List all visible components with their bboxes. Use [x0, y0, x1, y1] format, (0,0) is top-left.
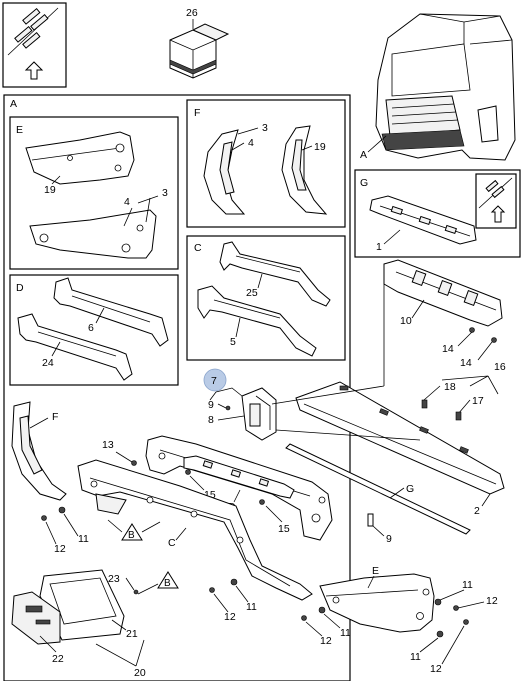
- callout-A-cab: A: [360, 149, 367, 161]
- callout-11-mid: 11: [246, 601, 257, 613]
- callout-E-corner: E: [372, 565, 379, 577]
- callout-23: 23: [108, 573, 120, 585]
- callout-15-left: 15: [204, 489, 216, 501]
- callout-12-left: 12: [54, 543, 66, 555]
- callout-4-E: 4: [124, 196, 130, 208]
- bumper-lower-C: [77, 459, 313, 601]
- grille-mount: [369, 195, 477, 245]
- callout-11-left: 11: [78, 533, 89, 545]
- marker-B-triangle: [121, 523, 143, 541]
- callout-9-right: 9: [386, 533, 392, 545]
- callout-16: 16: [494, 361, 506, 373]
- bracket-strip-lower: [17, 313, 133, 381]
- inset-G-label: G: [360, 177, 368, 189]
- callout-26: 26: [186, 7, 198, 19]
- callout-F-corner: F: [52, 411, 58, 423]
- callout-17: 17: [472, 395, 484, 407]
- bumper-bracket-lower: [197, 285, 317, 357]
- frame-A-label: A: [10, 98, 17, 110]
- marker-B-label: B: [128, 530, 135, 541]
- callout-12-right-mid: 12: [320, 635, 332, 647]
- inset-D: [9, 274, 179, 386]
- symmetry-arrow-icon-G: [475, 173, 517, 229]
- cross-member-2: [295, 381, 505, 495]
- inset-D-label: D: [16, 282, 24, 294]
- callout-C-lower: C: [168, 537, 176, 549]
- callout-7-highlight: [203, 368, 227, 392]
- callout-14-left: 14: [442, 343, 454, 355]
- callout-19-F: 19: [314, 141, 326, 153]
- inset-C: [186, 235, 346, 361]
- callout-12-right-top: 12: [486, 595, 498, 607]
- inset-E-label: E: [16, 124, 23, 136]
- callout-12-right-bot: 12: [430, 663, 442, 675]
- callout-6: 6: [88, 322, 94, 334]
- callout-18: 18: [444, 381, 456, 393]
- callout-3-E: 3: [162, 187, 168, 199]
- front-corner-E: [319, 573, 435, 633]
- corner-cover-F-left: [203, 129, 246, 215]
- marker-B-triangle-2: [157, 571, 179, 589]
- symmetry-arrow-icon: [2, 2, 67, 88]
- callout-5: 5: [230, 336, 236, 348]
- mount-bracket-8: [241, 387, 277, 441]
- callout-20: 20: [134, 667, 146, 679]
- inset-E: [9, 116, 179, 270]
- callout-G-rod: G: [406, 483, 414, 495]
- callout-21: 21: [126, 628, 138, 640]
- corner-cover-F-right: [281, 125, 328, 215]
- front-corner-F: [11, 401, 67, 501]
- callout-14-right: 14: [460, 357, 472, 369]
- corner-cover-lower: [29, 209, 157, 259]
- callout-24: 24: [42, 357, 54, 369]
- bracket-strip-D: [183, 455, 295, 499]
- callout-8: 8: [208, 414, 214, 426]
- callout-10: 10: [400, 315, 412, 327]
- corner-cover-upper: [25, 131, 135, 185]
- callout-22: 22: [52, 653, 64, 665]
- callout-19-E: 19: [44, 184, 56, 196]
- inset-F: [186, 99, 346, 228]
- callout-3-F: 3: [262, 122, 268, 134]
- bracket-strip-upper: [53, 277, 169, 347]
- inset-F-label: F: [194, 107, 200, 119]
- plate-holder-22: [11, 591, 61, 645]
- callout-25: 25: [246, 287, 258, 299]
- bumper-bracket-upper: [219, 241, 331, 307]
- rod-G: [285, 443, 471, 535]
- license-plate-bracket: [39, 569, 125, 641]
- callout-7: 7: [211, 375, 217, 387]
- callout-4-F: 4: [248, 137, 254, 149]
- callout-12-mid: 12: [224, 611, 236, 623]
- bracket-assembly-10: [383, 259, 503, 327]
- callout-11-right-mid: 11: [340, 627, 351, 639]
- inset-C-label: C: [194, 242, 202, 254]
- callout-1: 1: [376, 241, 382, 253]
- bolt-9-right: [367, 513, 374, 527]
- callout-9-bracket: 9: [208, 399, 214, 411]
- callout-2: 2: [474, 505, 480, 517]
- callout-13: 13: [102, 439, 114, 451]
- box-icon: [169, 23, 230, 79]
- inset-G: [354, 169, 521, 258]
- callout-11-right-top: 11: [462, 579, 473, 591]
- callout-15-right: 15: [278, 523, 290, 535]
- callout-11-right-bot: 11: [410, 651, 421, 663]
- marker-B2-label: B: [164, 578, 171, 589]
- cab-icon: [375, 13, 516, 161]
